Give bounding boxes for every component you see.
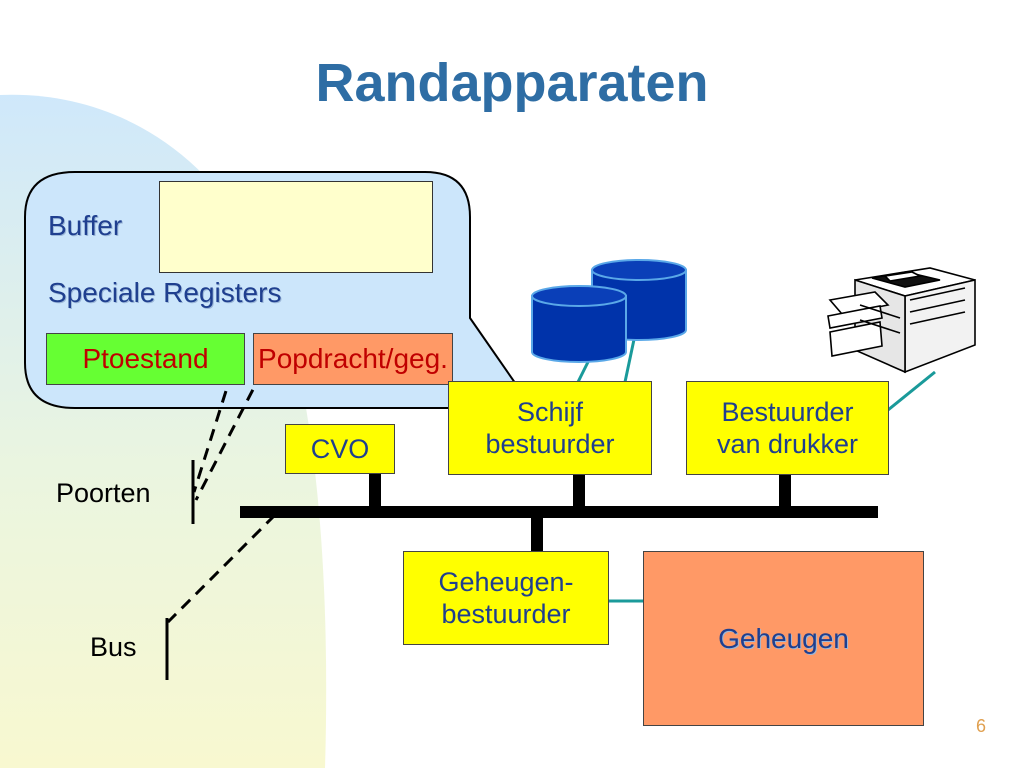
memctrl-bus-stub [531,516,543,552]
system-bus [240,506,878,518]
command-register-name: P [258,343,277,375]
special-registers-label: Speciale Registers [48,277,282,308]
command-register-subscript: opdracht/geg. [276,343,448,375]
disk-icon [531,285,627,363]
ports-label: Poorten [56,478,151,508]
printer-bus-stub [779,474,791,508]
disk-controller-line1: Schijf [516,396,584,427]
printer-controller-line2: van drukker [716,429,859,459]
disk-controller-line2: bestuurder [485,429,615,459]
command-register-dash [194,371,264,501]
status-register-subscript: toestand [101,343,209,375]
cvo-label: CVO [310,433,370,464]
cvo-bus-stub [369,474,381,508]
buffer-box [159,181,433,273]
memory-controller-box: Geheugen- bestuurder [403,551,609,645]
bus-dash [166,513,277,624]
memory-controller-line2: bestuurder [441,599,571,629]
memory-label: Geheugen [718,622,849,654]
bus-label: Bus [90,632,137,662]
disk-bus-stub [573,474,585,508]
printer-controller-box: Bestuurder van drukker [686,381,889,475]
memory-controller-line1: Geheugen- [438,566,574,597]
printer-connector [887,370,936,412]
buffer-label: Buffer [48,210,123,241]
printer-controller-line1: Bestuurder [721,396,854,427]
slide-title: Randapparaten [315,53,709,113]
cvo-box: CVO [285,424,395,474]
status-register-name: P [82,343,102,375]
memory-box: Geheugen [643,551,924,726]
status-register-dash [192,371,234,493]
page-number: 6 [976,716,987,736]
printer-icon [827,267,976,374]
disk-controller-box: Schijf bestuurder [448,381,652,475]
